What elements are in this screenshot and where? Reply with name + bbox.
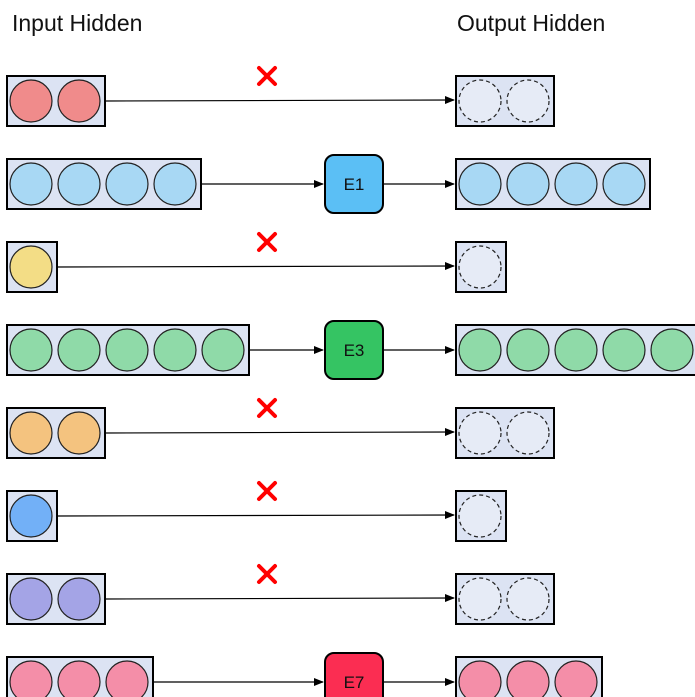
input-token [201, 328, 245, 372]
input-token [57, 660, 101, 697]
input-token [57, 577, 101, 621]
output-token [554, 660, 598, 697]
input-token [9, 162, 53, 206]
dropped-output-token [506, 79, 550, 123]
input-token [9, 245, 53, 289]
expert-label: E3 [344, 341, 365, 360]
dropped-token-arrow [56, 511, 455, 520]
output-token [458, 162, 502, 206]
drop-cross-icon [257, 66, 277, 86]
input-token [9, 660, 53, 697]
output-token [506, 660, 550, 697]
expert-label: E7 [344, 673, 365, 692]
dropped-output-token [458, 577, 502, 621]
dropped-token-arrow [104, 594, 455, 603]
input-token [9, 577, 53, 621]
output-token [458, 660, 502, 697]
output-token [554, 328, 598, 372]
input-token [57, 79, 101, 123]
output-token [458, 328, 502, 372]
output-token [506, 162, 550, 206]
input-token [9, 328, 53, 372]
input-token [153, 162, 197, 206]
expert-label: E1 [344, 175, 365, 194]
dropped-output-token [458, 494, 502, 538]
dropped-token-arrow [104, 96, 455, 105]
input-token [57, 162, 101, 206]
drop-cross-icon [257, 232, 277, 252]
input-token [57, 328, 101, 372]
dropped-output-token [458, 411, 502, 455]
input-token [105, 328, 149, 372]
output-token [602, 328, 646, 372]
input-token [105, 162, 149, 206]
drop-cross-icon [257, 481, 277, 501]
input-token [57, 411, 101, 455]
input-token [153, 328, 197, 372]
input-token [105, 660, 149, 697]
input-hidden-heading: Input Hidden [12, 10, 143, 36]
dropped-token-arrow [104, 428, 455, 437]
input-token [9, 411, 53, 455]
input-token [9, 79, 53, 123]
output-token [506, 328, 550, 372]
output-token [554, 162, 598, 206]
output-token [602, 162, 646, 206]
dropped-output-token [458, 79, 502, 123]
input-token [9, 494, 53, 538]
dropped-output-token [506, 411, 550, 455]
output-token [650, 328, 694, 372]
drop-cross-icon [257, 398, 277, 418]
dropped-output-token [458, 245, 502, 289]
output-hidden-heading: Output Hidden [457, 10, 606, 36]
drop-cross-icon [257, 564, 277, 584]
dropped-output-token [506, 577, 550, 621]
dropped-token-arrow [56, 262, 455, 271]
